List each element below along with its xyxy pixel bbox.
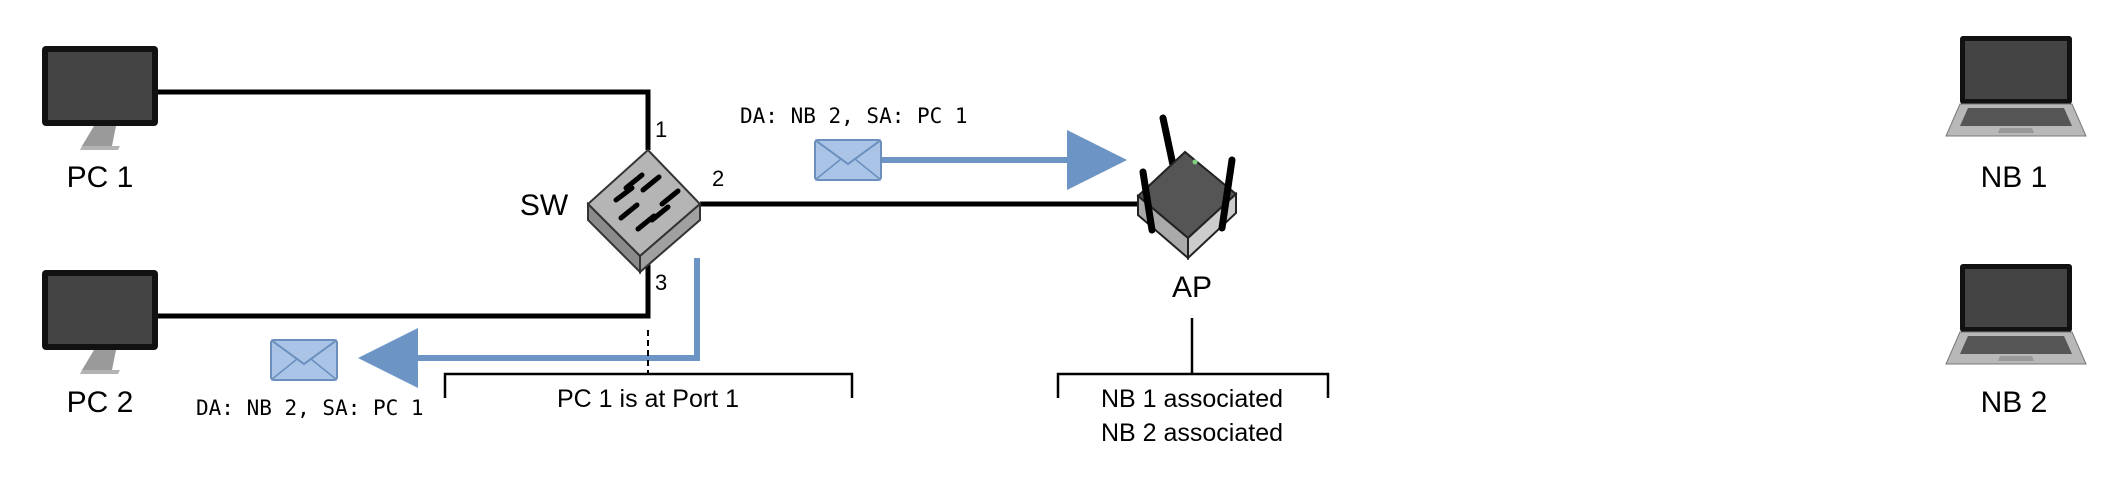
network-switch-icon xyxy=(586,148,702,275)
ap-label: AP xyxy=(1172,271,1212,304)
port-2-label: 2 xyxy=(712,166,724,191)
flooded-frame-arrow xyxy=(358,258,700,388)
cable-pc2-switch xyxy=(158,258,651,319)
nb2-label: NB 2 xyxy=(1981,386,2048,419)
switch-label: SW xyxy=(520,189,569,222)
desktop-monitor-icon xyxy=(42,46,158,150)
pc2-label: PC 2 xyxy=(67,386,134,419)
wireless-access-point-icon xyxy=(1136,114,1238,261)
laptop-icon xyxy=(1945,36,2087,137)
desktop-monitor-icon xyxy=(42,270,158,374)
nb1-label: NB 1 xyxy=(1981,161,2048,194)
pc1-label: PC 1 xyxy=(67,161,134,194)
ap-table-entry: NB 2 associated xyxy=(1101,419,1283,447)
envelope-icon xyxy=(814,139,882,181)
ap-table-entry: NB 1 associated xyxy=(1101,385,1283,413)
laptop-icon xyxy=(1945,264,2087,365)
cable-pc1-switch xyxy=(158,89,651,150)
switch-table-bracket xyxy=(443,330,854,398)
port-3-label: 3 xyxy=(655,270,667,295)
incoming-frame-caption: DA: NB 2, SA: PC 1 xyxy=(740,104,968,128)
port-1-label: 1 xyxy=(655,117,667,142)
ap-table-bracket xyxy=(1056,318,1330,398)
flooded-frame-caption: DA: NB 2, SA: PC 1 xyxy=(196,396,424,420)
switch-table-entry: PC 1 is at Port 1 xyxy=(557,385,739,413)
envelope-icon xyxy=(270,339,338,381)
